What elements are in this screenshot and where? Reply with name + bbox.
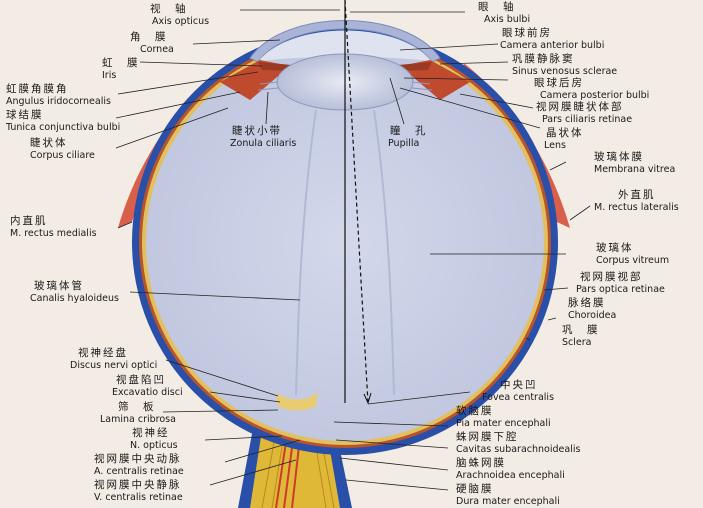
label-canalis-hyaloideus-la: Canalis hyaloideus [30, 293, 119, 304]
leader-lines [115, 9, 591, 491]
label-excavatio-la: Excavatio disci [112, 387, 183, 398]
label-rectus-lateralis-zh: 外直肌 [618, 189, 656, 201]
hyaloid-canal [295, 109, 395, 396]
label-pars-ciliaris-la: Pars ciliaris retinae [542, 114, 633, 125]
label-angulus-zh: 虹膜角膜角 [6, 83, 69, 95]
label-cavitas-zh: 蛛网膜下腔 [456, 431, 519, 443]
label-a-centralis-la: A. centralis retinae [94, 466, 184, 477]
label-corpus-vitreum-la: Corpus vitreum [596, 255, 670, 266]
label-choroidea-zh: 脉络膜 [568, 297, 606, 309]
nerve-fascicle-lines [261, 409, 335, 508]
label-rectus-medialis-la: M. rectus medialis [10, 228, 97, 239]
label-arachnoidea-la: Arachnoidea encephali [456, 470, 565, 481]
label-axis-opticus-la: Axis opticus [152, 16, 210, 27]
label-sinus-zh: 巩膜静脉窦 [512, 53, 575, 65]
label-membrana-vitrea-la: Membrana vitrea [594, 164, 676, 175]
label-iris-la: Iris [102, 70, 117, 81]
label-canalis-hyaloideus-zh: 玻璃体管 [34, 280, 84, 292]
label-fovea-la: Fovea centralis [482, 392, 555, 403]
label-axis-opticus-zh: 视 轴 [150, 3, 188, 15]
fovea-arrow [363, 392, 372, 405]
label-v-centralis-zh: 视网膜中央静脉 [94, 479, 182, 491]
label-iris-zh: 虹 膜 [102, 57, 140, 69]
label-cornea-la: Cornea [140, 44, 174, 55]
label-cornea-zh: 角 膜 [130, 31, 168, 43]
label-discus-la: Discus nervi optici [70, 360, 158, 371]
label-axis-bulbi-la: Axis bulbi [484, 14, 531, 25]
cornea [249, 20, 441, 63]
visual-axis-line [344, 0, 369, 404]
label-rectus-lateralis-la: M. rectus lateralis [594, 202, 679, 213]
label-dura-mater-zh: 硬脑膜 [456, 483, 494, 495]
label-angulus-la: Angulus iridocornealis [6, 96, 111, 107]
label-discus-zh: 视神经盘 [78, 347, 128, 359]
label-camera-anterior-zh: 眼球前房 [502, 27, 552, 39]
label-conjunctiva-la: Tunica conjunctiva bulbi [6, 122, 121, 133]
label-cavitas-la: Cavitas subarachnoidealis [456, 444, 581, 455]
optic-disc [276, 392, 318, 411]
label-sinus-la: Sinus venosus sclerae [512, 66, 618, 77]
lateral-rectus-muscle [452, 64, 570, 228]
medial-rectus-muscle [118, 64, 240, 228]
label-pia-mater-zh: 软脑膜 [456, 405, 494, 417]
label-lamina-zh: 筛 板 [118, 401, 156, 413]
label-n-opticus-zh: 视神经 [132, 427, 170, 439]
label-pia-mater-la: Pia mater encephali [456, 418, 551, 429]
label-sclera-zh: 巩 膜 [562, 324, 600, 336]
label-fovea-zh: 中央凹 [500, 379, 538, 391]
label-pars-ciliaris-zh: 视网膜睫状体部 [536, 101, 624, 113]
label-conjunctiva-zh: 球结膜 [6, 109, 44, 121]
ciliary-zonule-fibres [257, 81, 433, 91]
label-camera-anterior-la: Camera anterior bulbi [500, 40, 605, 51]
label-corpus-ciliare-la: Corpus ciliare [30, 150, 95, 161]
label-camera-posterior-la: Camera posterior bulbi [540, 90, 650, 101]
label-pars-optica-zh: 视网膜视部 [580, 271, 643, 283]
label-corpus-vitreum-zh: 玻璃体 [596, 242, 634, 254]
label-camera-posterior-zh: 眼球后房 [534, 77, 584, 89]
label-a-centralis-zh: 视网膜中央动脉 [94, 453, 182, 465]
label-lens-zh: 晶状体 [546, 127, 584, 139]
label-zonula-la: Zonula ciliaris [230, 138, 297, 149]
label-excavatio-zh: 视盘陷凹 [116, 374, 166, 386]
label-axis-bulbi-zh: 眼 轴 [478, 1, 516, 13]
label-rectus-medialis-zh: 内直肌 [10, 215, 48, 227]
label-lens-la: Lens [544, 140, 566, 151]
label-pupilla-la: Pupilla [388, 138, 420, 149]
label-arachnoidea-zh: 脑蛛网膜 [456, 457, 506, 469]
label-pars-optica-la: Pars optica retinae [576, 284, 665, 295]
label-zonula-zh: 睫状小带 [232, 125, 282, 137]
label-v-centralis-la: V. centralis retinae [94, 492, 183, 503]
label-pupilla-zh: 瞳 孔 [390, 125, 428, 137]
label-lamina-la: Lamina cribrosa [100, 414, 176, 425]
label-dura-mater-la: Dura mater encephali [456, 496, 560, 507]
label-membrana-vitrea-zh: 玻璃体膜 [594, 151, 644, 163]
label-choroidea-la: Choroidea [568, 310, 617, 321]
label-sclera-la: Sclera [562, 337, 592, 348]
label-n-opticus-la: N. opticus [130, 440, 178, 451]
label-corpus-ciliare-zh: 睫状体 [30, 137, 68, 149]
